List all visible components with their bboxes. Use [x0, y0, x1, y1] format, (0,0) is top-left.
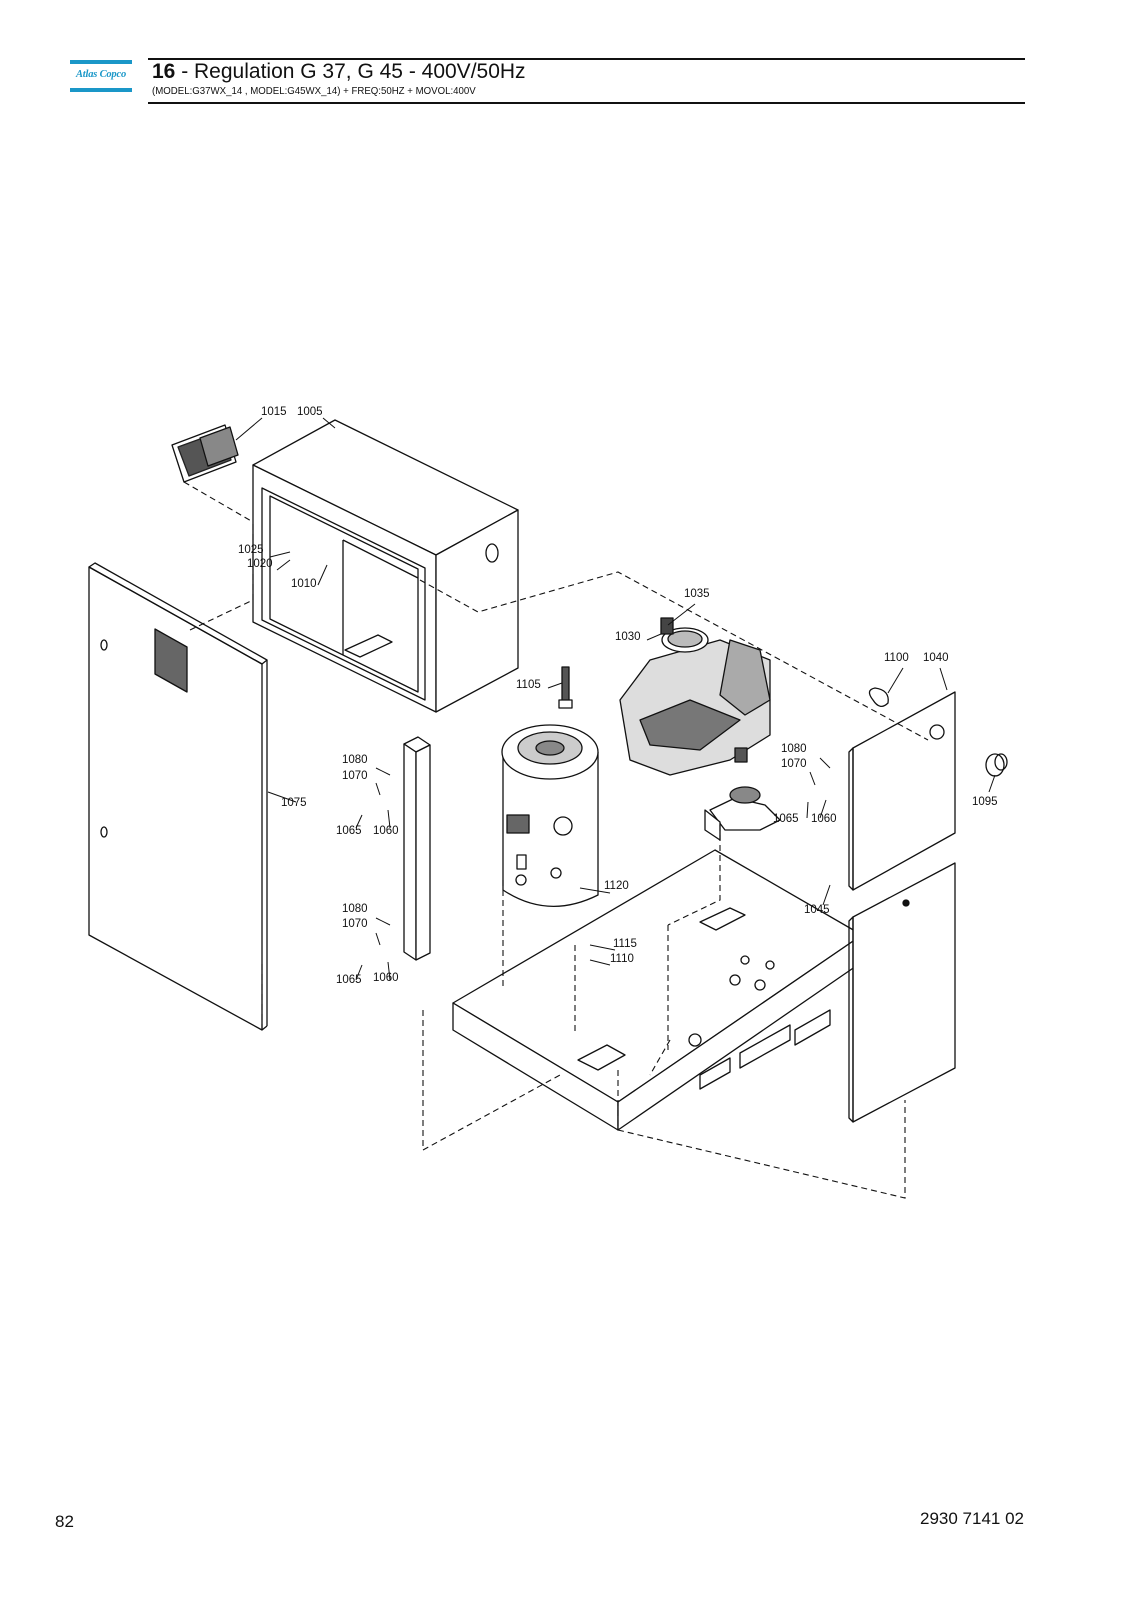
callout-1080-a: 1080: [342, 754, 368, 766]
base-frame: [452, 849, 863, 1131]
callout-1035: 1035: [684, 588, 710, 600]
side-panel-1040: [848, 691, 956, 891]
callout-1075: 1075: [281, 797, 307, 809]
logo-text: Atlas Copco: [75, 69, 126, 80]
callout-1060-b: 1060: [811, 813, 837, 825]
callout-1110: 1110: [610, 953, 634, 965]
callout-1070-b: 1070: [781, 758, 807, 770]
logo-bar-top: [70, 60, 132, 64]
side-panel-lower: [848, 862, 956, 1123]
fitting-1105: [558, 666, 573, 709]
side-door-1075: [88, 562, 268, 1031]
callout-1005: 1005: [297, 406, 323, 418]
valve-1030: [660, 617, 674, 635]
callout-1065-c: 1065: [336, 974, 362, 986]
section-number: 16: [152, 60, 176, 83]
compressor-element: [619, 627, 771, 776]
header-rule-top: [148, 58, 1025, 60]
callout-1105: 1105: [516, 679, 541, 691]
callout-1045: 1045: [804, 904, 830, 916]
callout-1120: 1120: [604, 880, 629, 892]
mounting-bracket: [704, 786, 781, 841]
logo-bar-bottom: [70, 88, 132, 92]
callout-1040: 1040: [923, 652, 949, 664]
callout-1025: 1025: [238, 544, 264, 556]
header-rule-bottom: [148, 102, 1025, 104]
document-number: 2930 7141 02: [920, 1509, 1024, 1528]
page-title: 16 - Regulation G 37, G 45 - 400V/50Hz: [152, 59, 526, 84]
cabinet-frame-1005: [252, 419, 519, 713]
callout-1080-c: 1080: [342, 903, 368, 915]
callout-1095: 1095: [972, 796, 998, 808]
callout-1070-a: 1070: [342, 770, 368, 782]
atlas-copco-logo: Atlas Copco: [70, 60, 132, 94]
callout-1065-b: 1065: [773, 813, 799, 825]
callout-1020: 1020: [247, 558, 273, 570]
section-title: - Regulation G 37, G 45 - 400V/50Hz: [175, 60, 526, 83]
callout-1010: 1010: [291, 578, 317, 590]
callout-1015: 1015: [261, 406, 287, 418]
fitting-1095: [985, 753, 1008, 777]
callout-1070-c: 1070: [342, 918, 368, 930]
page-number: 82: [55, 1512, 74, 1531]
callout-1065-a: 1065: [336, 825, 362, 837]
callout-1060-a: 1060: [373, 825, 399, 837]
hinge-post: [403, 736, 431, 961]
callout-1100: 1100: [884, 652, 909, 664]
callout-1080-b: 1080: [781, 743, 807, 755]
circlip-1100: [868, 687, 889, 707]
callout-1030: 1030: [615, 631, 641, 643]
callout-1115: 1115: [613, 938, 637, 950]
callout-1060-c: 1060: [373, 972, 399, 984]
separator-tank: [501, 724, 599, 908]
control-module-1015: [171, 424, 239, 483]
page-subtitle: (MODEL:G37WX_14 , MODEL:G45WX_14) + FREQ…: [152, 85, 476, 97]
